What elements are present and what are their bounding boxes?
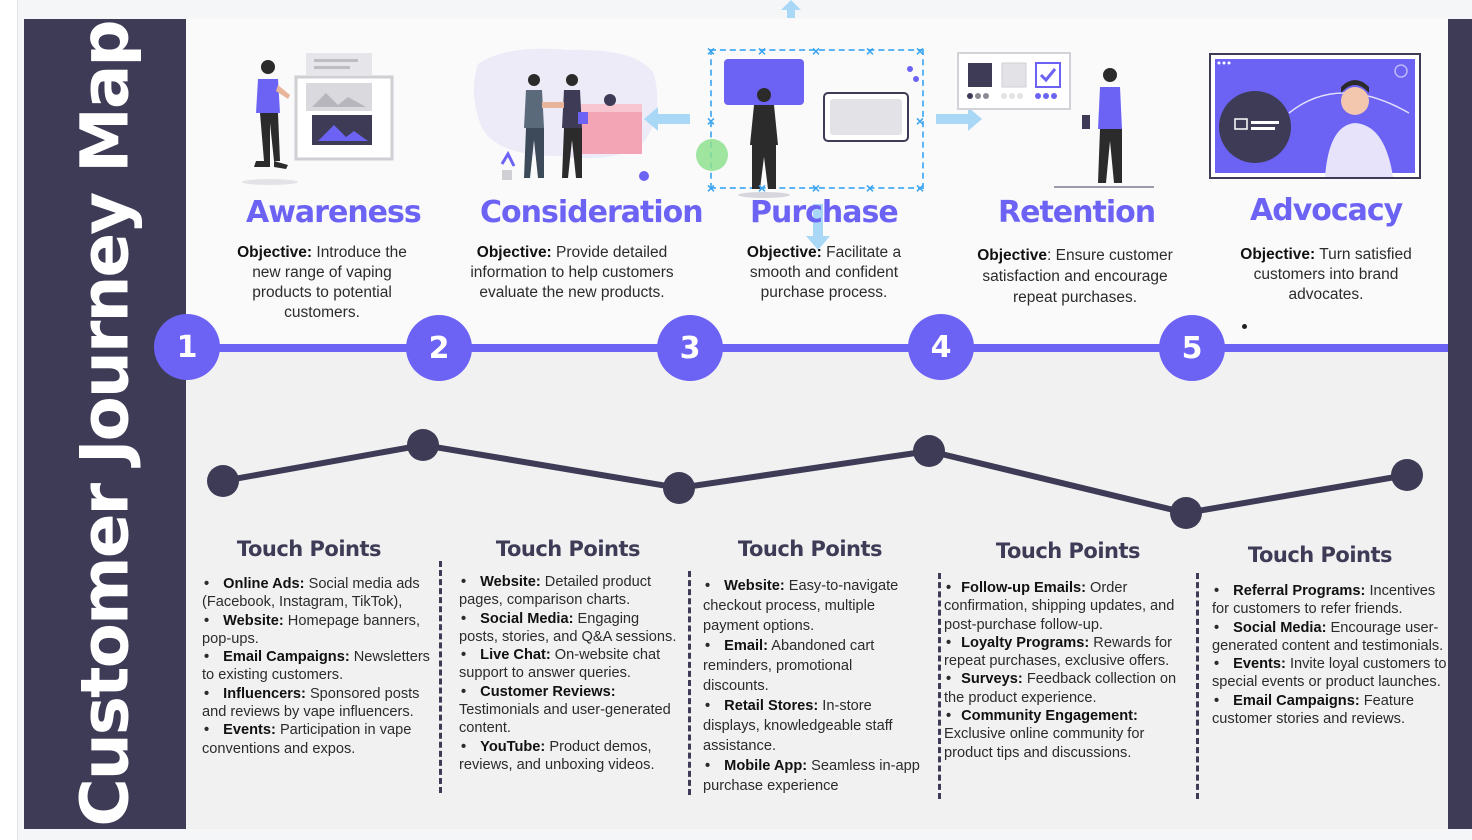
step-2-circle: 2 (406, 315, 472, 381)
list-item: • Live Chat: On-website chat support to … (459, 647, 661, 682)
move-down-arrow-icon[interactable] (806, 204, 830, 250)
list-item: •Community Engagement: Exclusive online … (944, 708, 1145, 761)
touch-points-list-3: • Website: Easy-to-navigate checkout pro… (703, 576, 921, 796)
emotion-point-3 (663, 472, 695, 504)
touch-points-title-2: Touch Points (495, 537, 641, 561)
page-title: Customer Journey Map (66, 21, 144, 827)
selected-purchase-illustration[interactable] (692, 49, 932, 199)
touch-points-title-4: Touch Points (995, 539, 1141, 563)
list-item: • Social Media: Engaging posts, stories,… (459, 610, 677, 645)
emotion-point-5 (1170, 497, 1202, 529)
column-divider (938, 573, 941, 799)
list-item: • Website: Detailed product pages, compa… (459, 574, 652, 609)
next-slide-edge[interactable] (1448, 19, 1472, 829)
touch-points-title-3: Touch Points (737, 537, 883, 561)
resize-handle-icon[interactable]: × (865, 180, 875, 196)
person-billboard-illustration (242, 53, 394, 185)
stray-bullet (1242, 324, 1247, 329)
column-divider (688, 571, 691, 795)
touch-points-title-1: Touch Points (236, 537, 382, 561)
list-item: • Events: Invite loyal customers to spec… (1212, 656, 1447, 691)
touch-points-list-1: • Online Ads: Social media ads (Facebook… (202, 575, 432, 758)
resize-handle-icon[interactable]: × (706, 113, 716, 129)
list-item: • Retail Stores: In-store displays, know… (703, 698, 893, 754)
move-right-arrow-icon[interactable] (936, 107, 982, 131)
stage-title-purchase: Purchase (750, 195, 899, 230)
list-item: •Loyalty Programs: Rewards for repeat pu… (944, 634, 1172, 670)
list-item: • Email Campaigns: Newsletters to existi… (202, 649, 430, 684)
objective-advocacy: Objective: Turn satisfied customers into… (1240, 246, 1412, 303)
resize-handle-icon[interactable]: × (865, 43, 875, 59)
stage-title-advocacy: Advocacy (1250, 193, 1403, 228)
touch-points-list-4: •Follow-up Emails: Order confirmation, s… (944, 579, 1184, 762)
resize-handle-icon[interactable]: × (811, 180, 821, 196)
list-item: •Follow-up Emails: Order confirmation, s… (944, 580, 1175, 633)
list-item: • Referral Programs: Incentives for cust… (1212, 583, 1436, 618)
advocacy-screen-illustration (1209, 53, 1421, 179)
emotion-point-4 (913, 435, 945, 467)
column-divider (439, 561, 442, 793)
list-item: • Email: Abandoned cart reminders, promo… (703, 638, 875, 694)
emotion-point-2 (407, 429, 439, 461)
canvas-top-edge (18, 0, 1472, 18)
move-left-arrow-icon[interactable] (644, 107, 690, 131)
list-item: • Events: Participation in vape conventi… (202, 722, 412, 757)
list-item: • Email Campaigns: Feature customer stor… (1212, 692, 1415, 728)
step-3-circle: 3 (657, 315, 723, 381)
step-4-circle: 4 (908, 314, 974, 380)
resize-handle-icon[interactable]: × (706, 180, 716, 196)
resize-handle-icon[interactable]: × (915, 43, 925, 59)
list-item: • Website: Easy-to-navigate checkout pro… (703, 578, 899, 634)
stage-title-awareness: Awareness (246, 195, 422, 230)
resize-handle-icon[interactable]: × (811, 43, 821, 59)
list-item: • Social Media: Encourage user-generated… (1212, 619, 1444, 654)
list-item: • Influencers: Sponsored posts and revie… (202, 685, 420, 721)
list-item: •Surveys: Feedback collection on the pro… (944, 671, 1177, 706)
handshake-illustration (473, 48, 658, 181)
objective-purchase: Objective: Facilitate a smooth and confi… (746, 244, 902, 301)
touch-points-list-5: • Referral Programs: Incentives for cust… (1212, 582, 1448, 728)
emotion-point-1 (207, 465, 239, 497)
canvas-left-edge (0, 0, 18, 840)
selection-box[interactable] (710, 49, 924, 189)
retention-checkbox-illustration (957, 52, 1154, 188)
step-5-circle: 5 (1159, 315, 1225, 381)
sidebar: Customer Journey Map (24, 19, 186, 829)
move-up-arrow-icon[interactable] (781, 0, 801, 18)
list-item: • Mobile App: Seamless in-app purchase e… (703, 758, 920, 794)
resize-handle-icon[interactable]: × (706, 43, 716, 59)
objective-retention: Objective: Ensure customer satisfaction … (977, 247, 1173, 306)
emotion-point-6 (1391, 459, 1423, 491)
column-divider (1196, 573, 1199, 799)
touch-points-title-5: Touch Points (1247, 543, 1393, 567)
resize-handle-icon[interactable]: × (757, 180, 767, 196)
stage-title-consideration: Consideration (480, 195, 704, 230)
resize-handle-icon[interactable]: × (915, 180, 925, 196)
timeline-line (186, 344, 1448, 352)
journey-map-slide[interactable]: Customer Journey Map (24, 19, 1448, 829)
resize-handle-icon[interactable]: × (915, 113, 925, 129)
touch-points-list-2: • Website: Detailed product pages, compa… (459, 573, 677, 774)
step-1-circle: 1 (154, 314, 220, 380)
list-item: • Customer Reviews: Testimonials and use… (459, 683, 671, 737)
stage-title-retention: Retention (998, 195, 1156, 230)
list-item: • YouTube: Product demos, reviews, and u… (459, 738, 655, 773)
resize-handle-icon[interactable]: × (757, 43, 767, 59)
list-item: • Website: Homepage banners, pop-ups. (202, 612, 421, 647)
objective-consideration: Objective: Provide detailed information … (470, 244, 674, 301)
list-item: • Online Ads: Social media ads (Facebook… (202, 576, 420, 611)
objective-awareness: Objective: Introduce the new range of va… (237, 244, 407, 321)
